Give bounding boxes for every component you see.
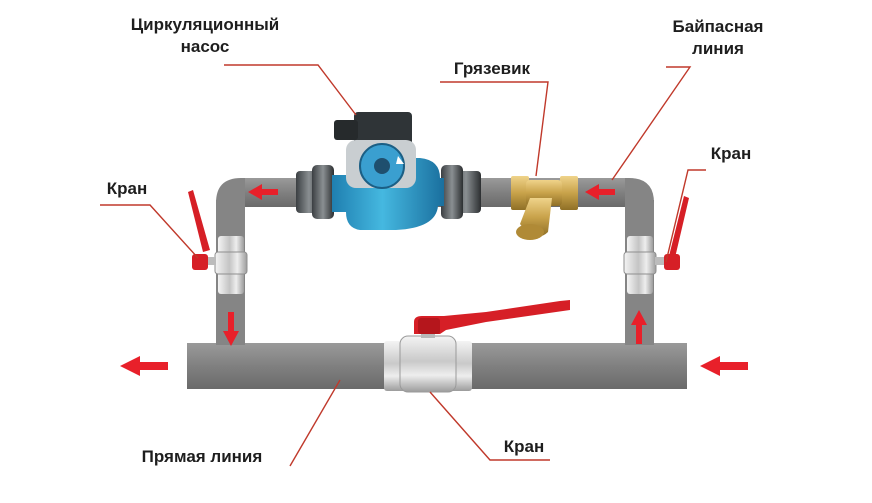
flow-arrow-icon: [631, 310, 647, 344]
right-valve-stem: [655, 257, 669, 265]
pump-left-nut-ring: [312, 165, 334, 219]
bottom-valve-leader: [429, 391, 550, 461]
pump-dial-marker: [396, 156, 404, 164]
left-valve-leader: [100, 204, 199, 259]
left-valve-label: Кран: [106, 179, 148, 198]
strainer-leader: [440, 81, 549, 177]
pump-label: Циркуляционный насос: [100, 14, 310, 58]
main-valve-handle: [414, 300, 570, 334]
strainer-inlet-hex: [511, 176, 529, 210]
leader-lines: [100, 64, 706, 467]
pump-leader: [224, 64, 357, 116]
bypass-label: Байпасная линия: [648, 16, 788, 60]
pump-terminal-box: [334, 120, 358, 140]
left-valve-handle-grip: [192, 254, 208, 270]
main-valve-handle-cap: [418, 318, 440, 334]
bypass-label-line2: линия: [692, 39, 744, 58]
main-line-leader: [289, 379, 341, 467]
strainer-label: Грязевик: [453, 59, 531, 78]
pump-label-line1: Циркуляционный: [130, 15, 280, 34]
bottom-valve-label: Кран: [503, 437, 545, 456]
flow-arrow-icon: [585, 184, 615, 200]
right-valve-handle: [668, 196, 689, 262]
ball-valve-icon: [623, 196, 689, 294]
flow-arrow-icon: [700, 356, 748, 376]
pump-icon: [296, 112, 481, 230]
strainer-cap: [516, 224, 544, 240]
main-line-label: Прямая линия: [141, 447, 263, 466]
pump-label-line2: насос: [180, 37, 230, 56]
right-valve-handle-grip: [664, 254, 680, 270]
main-valve-body: [399, 335, 457, 393]
flow-arrow-icon: [248, 184, 278, 200]
right-valve-band: [623, 251, 657, 275]
flow-arrows: [120, 184, 748, 376]
left-valve-band: [214, 251, 248, 275]
pump-right-nut-ring: [441, 165, 463, 219]
right-valve-leader: [665, 169, 706, 263]
strainer-icon: [511, 176, 578, 240]
pump-dial-center: [374, 158, 390, 174]
strainer-outlet-hex: [560, 176, 578, 210]
right-valve-label: Кран: [710, 144, 752, 163]
ball-valve-icon: [188, 190, 248, 294]
bypass-label-line1: Байпасная: [672, 17, 764, 36]
flow-arrow-icon: [120, 356, 168, 376]
ball-valve-icon: [384, 300, 570, 393]
pump-motor-head: [354, 112, 412, 146]
left-valve-handle: [188, 190, 210, 252]
flow-arrow-icon: [223, 312, 239, 346]
bypass-leader: [611, 66, 692, 181]
